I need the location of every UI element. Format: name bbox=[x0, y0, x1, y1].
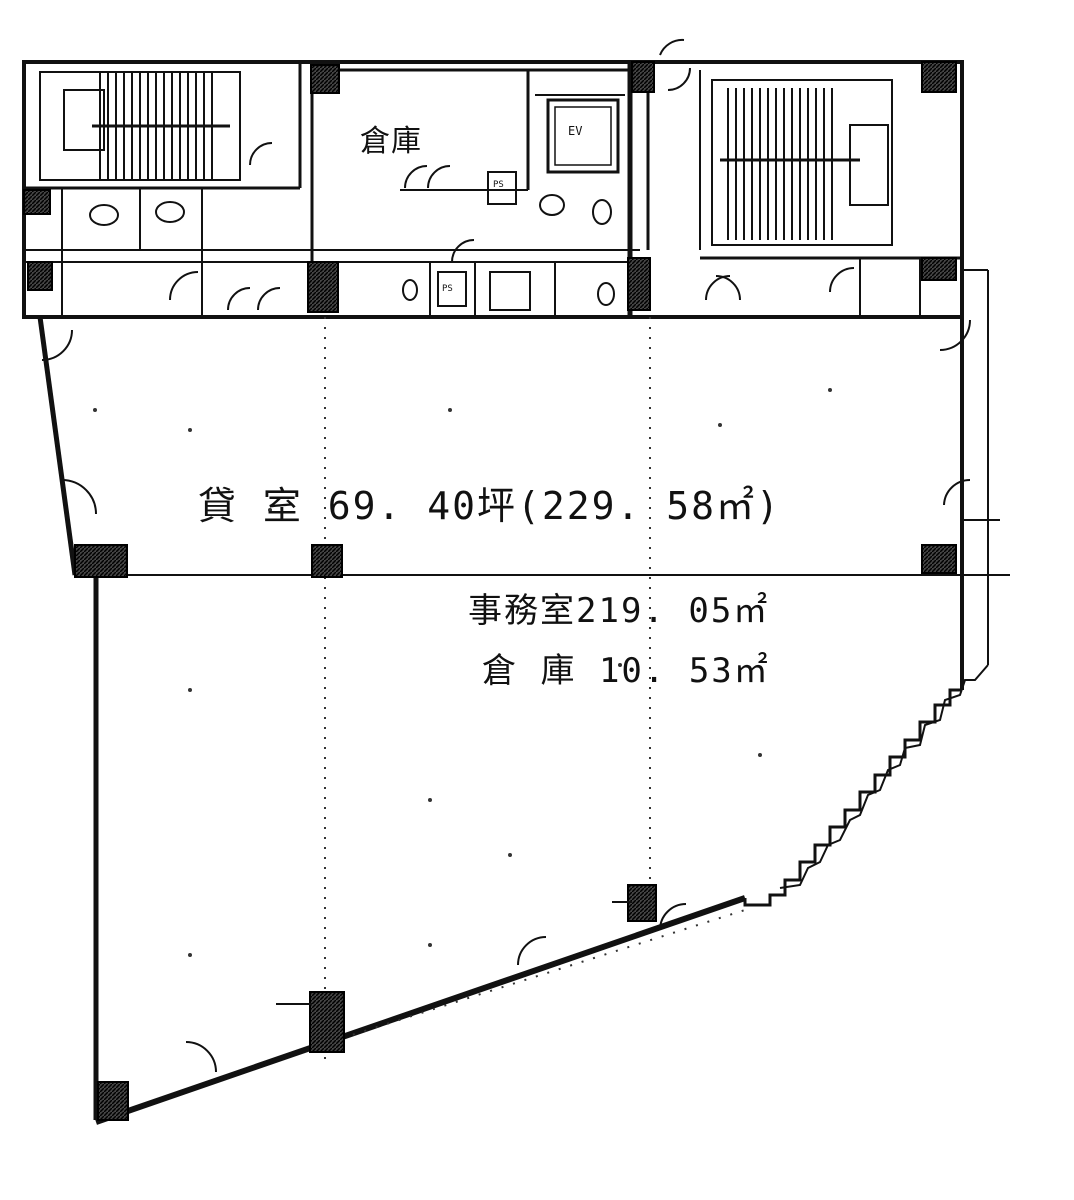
office-area-label: 事務室219. 05㎡ bbox=[468, 591, 770, 631]
stairs-right bbox=[711, 79, 893, 246]
ps-label-2: PS bbox=[442, 284, 453, 294]
storage-room-label: 倉庫 bbox=[360, 124, 422, 159]
columns bbox=[23, 61, 957, 1121]
grid-dots bbox=[93, 388, 832, 957]
fixtures bbox=[89, 194, 615, 306]
ps-label-1: PS bbox=[493, 180, 504, 190]
rental-area-label: 貸 室 69. 40坪(229. 58㎡) bbox=[198, 484, 781, 528]
door-swings bbox=[41, 38, 971, 1073]
stairs-left bbox=[39, 71, 241, 181]
rental-area-outline bbox=[37, 269, 1010, 1125]
dotted-edge bbox=[329, 909, 746, 1043]
ev-label: EV bbox=[568, 124, 583, 138]
column-ticks bbox=[276, 519, 1000, 1005]
storage-area-label: 倉 庫 10. 53㎡ bbox=[482, 651, 770, 691]
column-grid bbox=[324, 317, 651, 1060]
